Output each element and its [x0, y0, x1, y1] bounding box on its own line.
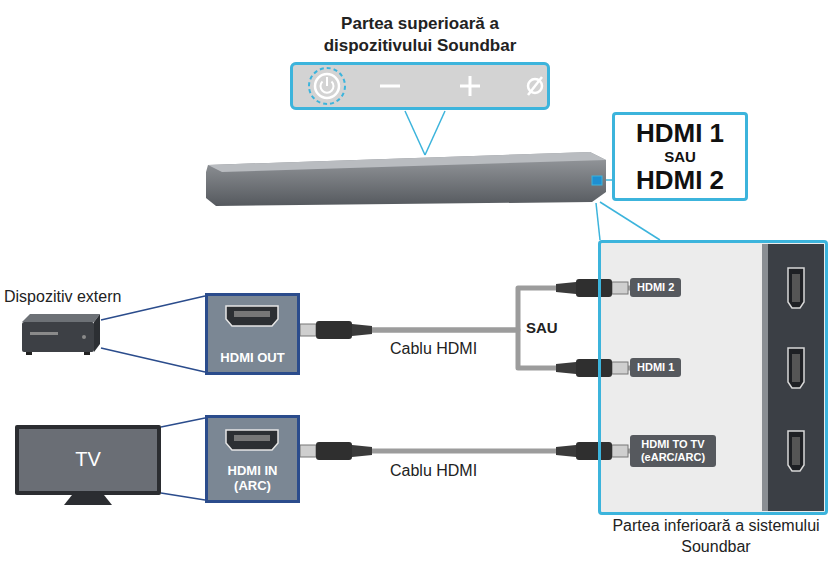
- callout-line: [600, 202, 660, 240]
- port-box: HDMI OUT: [205, 293, 300, 375]
- external-device: [84, 352, 90, 355]
- ports-panel-fill: [762, 244, 768, 511]
- control-buttons: [380, 85, 400, 88]
- bracket-line: [161, 418, 205, 427]
- hdmi-socket: [788, 268, 804, 308]
- hdmi-plug: [556, 359, 628, 377]
- port-box-fill: [205, 293, 300, 503]
- external-device: [22, 322, 94, 352]
- control-buttons: [309, 68, 345, 104]
- hdmi-callout: HDMI 1SAUHDMI 2: [612, 112, 748, 201]
- cable-label: Cablu HDMI: [388, 340, 479, 358]
- hdmi-port-icon: [234, 435, 270, 441]
- box-text: SAU: [664, 148, 696, 166]
- heading: Partea inferioară a sistemului Soundbar: [591, 516, 834, 558]
- callout-line: [405, 111, 425, 155]
- hdmi-port-icon: [226, 306, 278, 326]
- port-box: HDMI IN (ARC): [205, 415, 300, 503]
- port-box-fill: [205, 293, 300, 375]
- control-buttons: [469, 76, 472, 96]
- port-label: HDMI TO TV (eARC/ARC): [630, 435, 716, 467]
- box-text: HDMI 1: [636, 119, 724, 148]
- hdmi-port-icon: [226, 430, 278, 450]
- ports-panel-fill: [598, 240, 828, 515]
- tv: [15, 425, 161, 495]
- control-buttons: [528, 77, 542, 95]
- external-device: [26, 352, 32, 355]
- external-device: [94, 314, 100, 352]
- hdmi-socket: [788, 348, 804, 388]
- external-device: [22, 314, 100, 322]
- control-buttons: [290, 62, 550, 110]
- ports-panel: Partea inferioară a sistemului SoundbarH…: [598, 240, 828, 515]
- control-buttons: [326, 77, 328, 86]
- control-panel: Partea superioară a dispozitivului Sound…: [290, 62, 550, 110]
- hdmi-socket: [788, 268, 804, 471]
- tv: [15, 425, 161, 505]
- callout-line: [425, 111, 445, 155]
- tv-label: TV: [68, 448, 108, 471]
- box-text: HDMI 1: [637, 361, 674, 374]
- soundbar: [208, 152, 606, 172]
- callout-line: [596, 203, 600, 240]
- bracket-line: [101, 348, 205, 372]
- port-label: HDMI 2: [630, 278, 681, 297]
- or-label: SAU: [526, 319, 558, 336]
- hdmi-socket: [792, 274, 800, 302]
- hdmi-port-icon: [234, 311, 270, 317]
- hdmi-plug: [556, 442, 628, 460]
- tv: [19, 429, 157, 491]
- soundbar: [206, 152, 606, 206]
- soundbar: [592, 176, 602, 185]
- external-device: [82, 335, 86, 339]
- hdmi-socket: [792, 437, 800, 465]
- hdmi-socket: [788, 431, 804, 471]
- ports-panel-fill: [768, 244, 824, 511]
- port-label: HDMI 1: [630, 358, 681, 377]
- heading: Partea superioară a dispozitivului Sound…: [315, 13, 525, 57]
- external-device: [22, 314, 100, 355]
- hdmi-socket: [792, 354, 800, 382]
- cable-label: Cablu HDMI: [388, 462, 479, 480]
- control-buttons: [290, 62, 550, 110]
- external-device: [30, 332, 58, 335]
- box-text: HDMI OUT: [220, 351, 284, 366]
- hdmi-port-icon: [226, 306, 278, 326]
- box-text: HDMI IN (ARC): [218, 464, 288, 494]
- device-label: Dispozitiv extern: [4, 288, 121, 306]
- hdmi-plug: [300, 442, 372, 460]
- hdmi-plug: [300, 321, 372, 339]
- soundbar: [206, 152, 606, 206]
- control-buttons: [315, 74, 339, 98]
- port-box-fill: [205, 415, 300, 503]
- box-text: HDMI TO TV (eARC/ARC): [637, 438, 709, 464]
- hdmi-port-icon: [226, 430, 278, 450]
- box-text: HDMI 2: [636, 166, 724, 195]
- hdmi-plug: [556, 279, 628, 297]
- box-text: HDMI 2: [637, 281, 674, 294]
- tv: [64, 495, 112, 505]
- ports-panel-fill: [598, 240, 828, 515]
- bracket-line: [161, 493, 205, 500]
